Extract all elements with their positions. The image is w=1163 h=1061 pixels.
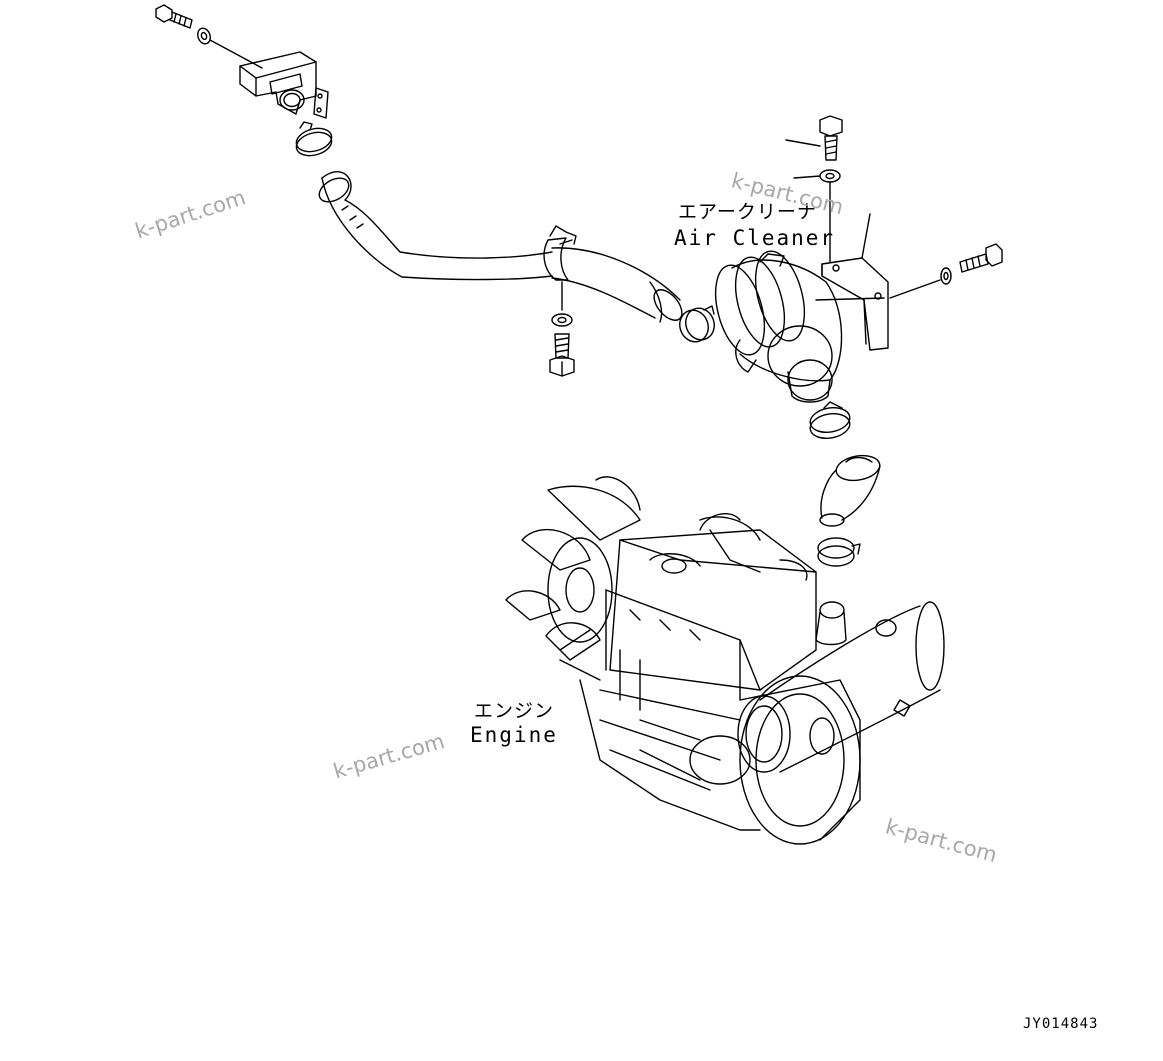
hose-washer bbox=[551, 313, 573, 327]
engine-label-jp: エンジン bbox=[474, 700, 555, 722]
intake-bracket bbox=[239, 51, 329, 119]
drawing-code: JY014843 bbox=[1023, 1016, 1099, 1032]
leader-line bbox=[793, 175, 821, 179]
cleaner-washer-top bbox=[819, 169, 841, 183]
intake-pipe-end bbox=[279, 89, 305, 111]
intake-hose bbox=[318, 171, 683, 323]
hose-clamp-2 bbox=[679, 305, 715, 343]
air-cleaner-label-jp: エアークリーナ bbox=[678, 201, 817, 223]
air-cleaner-label-en: Air Cleaner bbox=[674, 226, 836, 250]
cleaner-bolt-side bbox=[959, 243, 1003, 273]
leader-line bbox=[889, 279, 941, 299]
cleaner-washer-side bbox=[940, 267, 952, 285]
cleaner-bolt-top bbox=[819, 115, 843, 161]
hose-bolt bbox=[549, 333, 575, 377]
elbow-hose bbox=[819, 454, 881, 527]
hose-clamp-4 bbox=[817, 537, 861, 567]
hose-clamp-1 bbox=[295, 121, 333, 157]
bracket-washer bbox=[197, 27, 211, 45]
engine bbox=[505, 476, 945, 845]
leader-line bbox=[785, 139, 821, 147]
air-cleaner-bracket bbox=[821, 257, 889, 351]
leader-line bbox=[209, 39, 263, 69]
engine-label-en: Engine bbox=[470, 723, 558, 747]
bracket-bolt bbox=[155, 4, 193, 29]
air-cleaner bbox=[714, 250, 843, 403]
leader-line bbox=[815, 297, 885, 301]
hose-clamp-3 bbox=[809, 401, 851, 440]
hose-clamp-mid bbox=[543, 225, 577, 281]
leader-line bbox=[861, 213, 871, 259]
